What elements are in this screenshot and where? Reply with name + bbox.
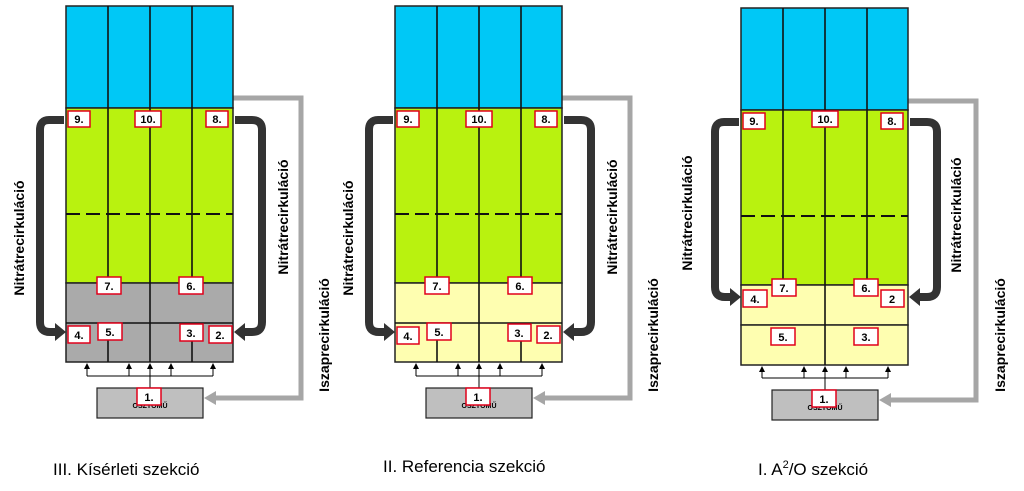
nitrate-recirculation-left [36, 116, 64, 336]
sampling-markers: 9. 10. 8. 7. 6. 4. 5. 3. 2. 1. [67, 110, 233, 406]
svg-text:9.: 9. [749, 116, 758, 128]
svg-text:8.: 8. [212, 114, 221, 126]
svg-text:6.: 6. [186, 281, 195, 293]
svg-text:1.: 1. [144, 392, 153, 404]
svg-text:6.: 6. [861, 283, 870, 295]
sludge-recirculation-label: Iszaprecirkuláció [645, 278, 661, 392]
sludge-recirculation-label: Iszaprecirkuláció [316, 278, 332, 392]
svg-text:3.: 3. [186, 328, 195, 340]
nitrate-recirculation-label-right: Nitrátrecirkuláció [948, 157, 964, 272]
feed-distribution [759, 366, 891, 390]
sludge-recirculation-label: Iszaprecirkuláció [992, 278, 1008, 392]
sludge-recirculation-arrowhead [204, 391, 216, 405]
svg-text:7.: 7. [432, 281, 441, 293]
nitrate-recirculation-left [365, 116, 393, 336]
svg-text:1.: 1. [473, 392, 482, 404]
section-1-caption: I. A2/O szekció [758, 459, 868, 479]
svg-text:8.: 8. [887, 116, 896, 128]
nitrate-recirculation-right [564, 116, 595, 336]
svg-text:10.: 10. [817, 114, 832, 126]
sampling-markers: 9. 10. 8. 7. 6. 4. 5. 3. 2 1. [742, 110, 905, 408]
svg-text:2: 2 [889, 294, 895, 306]
section-2-caption: II. Referencia szekció [383, 457, 546, 476]
svg-text:2.: 2. [215, 330, 224, 342]
svg-text:3.: 3. [861, 332, 870, 344]
nitrate-recirculation-right [235, 116, 266, 336]
nitrate-recirculation-right [910, 118, 941, 301]
svg-text:7.: 7. [779, 283, 788, 295]
svg-text:5.: 5. [434, 327, 443, 339]
nitrate-recirculation-label-right: Nitrátrecirkuláció [604, 159, 620, 274]
section-3: OSZTÓMŰ 9. 10. 8. 7. 6. 4. 5. 3. 2. 1. N… [11, 5, 332, 479]
feed-distribution [413, 363, 545, 388]
nitrate-recirculation-label-left: Nitrátrecirkuláció [679, 155, 695, 270]
nitrate-recirculation-label-left: Nitrátrecirkuláció [11, 180, 27, 295]
feed-distribution [84, 363, 216, 388]
svg-text:7.: 7. [104, 281, 113, 293]
svg-text:2.: 2. [543, 330, 552, 342]
nitrate-recirculation-left [711, 118, 739, 301]
svg-text:1.: 1. [819, 394, 828, 406]
svg-text:4.: 4. [74, 330, 83, 342]
section-1: OSZTÓMŰ 9. 10. 8. 7. 6. 4. 5. 3. 2 1. Ni… [679, 7, 1008, 479]
svg-text:6.: 6. [515, 281, 524, 293]
svg-text:4.: 4. [403, 331, 412, 343]
svg-text:3.: 3. [514, 328, 523, 340]
svg-text:8.: 8. [541, 114, 550, 126]
nitrate-recirculation-label-right: Nitrátrecirkuláció [275, 159, 291, 274]
svg-text:5.: 5. [105, 327, 114, 339]
nitrate-recirculation-label-left: Nitrátrecirkuláció [340, 180, 356, 295]
svg-text:9.: 9. [403, 114, 412, 126]
section-2: OSZTÓMŰ 9. 10. 8. 7. 6. 4. 5. 3. 2. 1. N… [340, 5, 661, 476]
section-3-caption: III. Kísérleti szekció [53, 460, 199, 479]
svg-text:5.: 5. [778, 332, 787, 344]
svg-text:9.: 9. [74, 114, 83, 126]
sampling-markers: 9. 10. 8. 7. 6. 4. 5. 3. 2. 1. [396, 110, 561, 406]
svg-text:10.: 10. [471, 114, 486, 126]
svg-text:4.: 4. [750, 294, 759, 306]
svg-text:10.: 10. [140, 114, 155, 126]
